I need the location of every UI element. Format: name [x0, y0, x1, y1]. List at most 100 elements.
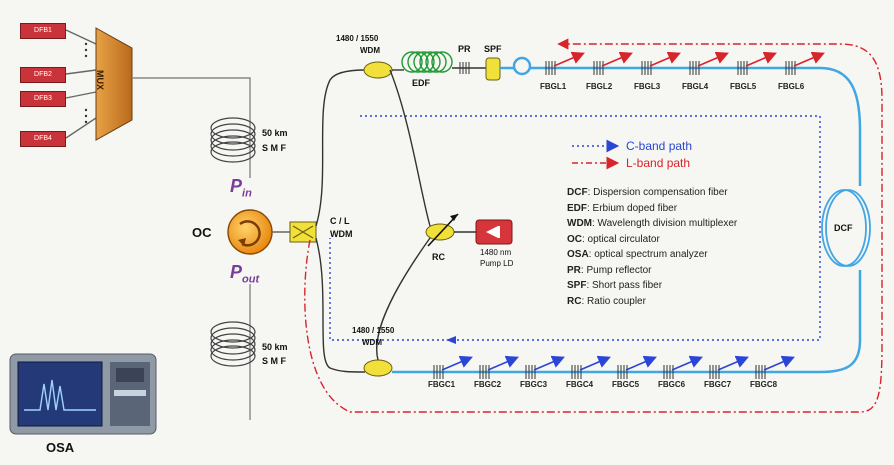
legend-row: RC: Ratio coupler [567, 295, 646, 307]
optical-circulator [227, 209, 273, 255]
fbg-top-label: FBGL4 [682, 82, 709, 91]
wdm-top-label-1: 1480 / 1550 [336, 34, 379, 43]
top-loop-fiber [500, 66, 862, 186]
fbg-reflection-arrow [533, 355, 565, 371]
fbg-grating [709, 355, 749, 379]
fbg-reflection-arrow [745, 51, 777, 67]
legend-row: OSA: optical spectrum analyzer [567, 249, 708, 260]
fbg-bottom-label: FBGC5 [612, 380, 640, 389]
p-out-label: Pout [230, 262, 260, 286]
fbg-reflection-arrow [793, 51, 825, 67]
fbg-reflection-arrow [441, 355, 473, 371]
laser-fibers [65, 29, 97, 139]
wdm-top [363, 61, 393, 79]
fbg-reflection-arrow [697, 51, 729, 67]
dcf-label: DCF [834, 223, 853, 233]
laser-dfb-1: DFB1 [20, 23, 66, 39]
mux-label: MUX [95, 70, 105, 90]
fbg-reflection-arrow [601, 51, 633, 67]
pump-fibers [376, 69, 476, 361]
fbg-reflection-arrow [625, 355, 657, 371]
clwdm-branches [315, 69, 366, 373]
smf-spool-bottom [210, 321, 256, 367]
fbg-reflection-arrow [671, 355, 703, 371]
fbg-grating [571, 355, 611, 379]
fbg-bottom-label: FBGC1 [428, 380, 456, 389]
pump-label-2: Pump LD [480, 259, 514, 268]
mux-output-fiber [132, 77, 251, 420]
fbg-bottom-gratings [433, 355, 795, 379]
fbg-grating [689, 51, 729, 75]
fbg-top-label: FBGL6 [778, 82, 805, 91]
c-band-arrowhead [446, 336, 456, 344]
fbg-grating [785, 51, 825, 75]
fbg-reflection-arrow [553, 51, 585, 67]
fbg-bottom-label: FBGC3 [520, 380, 548, 389]
pump-label-1: 1480 nm [480, 248, 512, 257]
rc-label: RC [432, 252, 445, 262]
l-band-path-label: L-band path [626, 156, 691, 170]
fbg-bottom-label: FBGC8 [750, 380, 778, 389]
fbg-reflection-arrow [579, 355, 611, 371]
pr-label: PR [458, 44, 471, 54]
oc-label: OC [192, 225, 212, 240]
fbg-bottom-label: FBGC4 [566, 380, 594, 389]
fbg-grating [525, 355, 565, 379]
p-in-label: Pin [230, 176, 252, 200]
osa-device [9, 353, 157, 435]
legend-row: PR: Pump reflector [567, 264, 652, 276]
fbg-grating [545, 51, 585, 75]
dcf-spool [821, 189, 871, 267]
fbg-top-label: FBGL2 [586, 82, 613, 91]
blue-ring [512, 56, 532, 76]
osa-label: OSA [46, 440, 75, 455]
mux [95, 27, 133, 141]
smf-top-length: 50 km [262, 128, 288, 138]
fbg-top-gratings [545, 51, 825, 75]
fbg-top-label: FBGL1 [540, 82, 567, 91]
cl-wdm-label-1: C / L [330, 216, 350, 226]
smf-spool-top [210, 117, 256, 163]
spf-label: SPF [484, 44, 502, 54]
legend-row: WDM: Wavelength division multiplexer [567, 218, 738, 229]
c-band-path-label: C-band path [626, 139, 693, 153]
fbg-bottom-label: FBGC2 [474, 380, 502, 389]
legend-row: DCF: Dispersion compensation fiber [567, 187, 728, 198]
cl-wdm-label-2: WDM [330, 229, 353, 239]
legend-row: EDF: Erbium doped fiber [567, 202, 678, 214]
fbg-reflection-arrow [649, 51, 681, 67]
l-band-path-line [304, 38, 883, 413]
short-pass-fiber [485, 57, 501, 81]
cl-wdm [289, 221, 317, 243]
pump-reflector [459, 62, 470, 74]
right-loop-fiber [392, 270, 862, 374]
edf-coil [401, 51, 453, 73]
wdm-top-label-2: WDM [360, 46, 380, 55]
fbg-reflection-arrow [763, 355, 795, 371]
fbg-top-label: FBGL5 [730, 82, 757, 91]
fbg-grating [737, 51, 777, 75]
laser-dfb-3: DFB3 [20, 91, 66, 107]
fbg-top-label: FBGL3 [634, 82, 661, 91]
pump-ld [475, 219, 513, 245]
smf-top-type: S M F [262, 143, 286, 153]
abbreviation-legend: DCF: Dispersion compensation fiber EDF: … [567, 185, 737, 309]
laser-dots [84, 42, 88, 124]
fbg-grating [617, 355, 657, 379]
wdm-bottom [363, 359, 393, 377]
edf-label: EDF [412, 78, 430, 88]
laser-dfb-2: DFB2 [20, 67, 66, 83]
legend-row: SPF: Short pass fiber [567, 280, 663, 291]
laser-dfb-4: DFB4 [20, 131, 66, 147]
fbg-grating [593, 51, 633, 75]
fbg-grating [479, 355, 519, 379]
fbg-grating [641, 51, 681, 75]
fbg-bottom-label: FBGC6 [658, 380, 686, 389]
ratio-coupler [425, 213, 459, 247]
fbg-grating [663, 355, 703, 379]
fbg-grating [755, 355, 795, 379]
wdm-bottom-label-2: WDM [362, 338, 382, 347]
legend-row: OC: optical circulator [567, 233, 660, 245]
